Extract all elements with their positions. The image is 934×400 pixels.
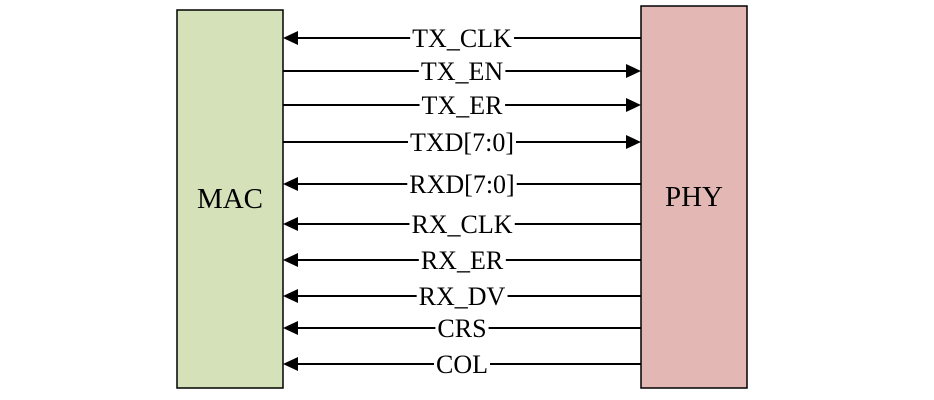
arrowhead-right-icon bbox=[626, 64, 641, 78]
arrowhead-left-icon bbox=[283, 217, 298, 231]
signal-label-background bbox=[409, 221, 515, 227]
signal-label: RX_CLK bbox=[411, 210, 512, 239]
signal-rx-er: RX_ER bbox=[283, 246, 641, 275]
arrowhead-right-icon bbox=[626, 135, 641, 149]
signal-label: RXD[7:0] bbox=[409, 170, 514, 199]
signal-label: COL bbox=[436, 350, 488, 379]
mac-block: MAC bbox=[176, 9, 284, 389]
signal-label: RX_ER bbox=[421, 246, 504, 275]
signal-rx-dv: RX_DV bbox=[283, 282, 641, 311]
signal-label: TX_CLK bbox=[412, 24, 512, 53]
signal-label-background bbox=[435, 325, 489, 331]
signal-txd-7-0: TXD[7:0] bbox=[283, 128, 641, 157]
signal-rxd-7-0: RXD[7:0] bbox=[283, 170, 641, 199]
signal-label-background bbox=[410, 35, 515, 41]
signal-col: COL bbox=[283, 350, 641, 379]
phy-block-label: PHY bbox=[665, 181, 723, 213]
signal-lines: TX_CLK TX_EN TX_ER TXD[7:0] RXD[7:0] RX_CLK RX… bbox=[283, 24, 641, 379]
arrowhead-left-icon bbox=[283, 253, 298, 267]
signal-label-background bbox=[418, 257, 506, 263]
signal-label: TX_ER bbox=[422, 91, 504, 120]
signal-label-background bbox=[407, 181, 517, 187]
signal-label-background bbox=[434, 361, 490, 367]
signal-label-background bbox=[408, 139, 516, 145]
signal-label: TXD[7:0] bbox=[410, 128, 514, 157]
arrowhead-right-icon bbox=[626, 98, 641, 112]
signal-label: RX_DV bbox=[419, 282, 506, 311]
signal-label: CRS bbox=[437, 314, 486, 343]
arrowhead-left-icon bbox=[283, 177, 298, 191]
signal-crs: CRS bbox=[283, 314, 641, 343]
arrowhead-left-icon bbox=[283, 357, 298, 371]
signal-tx-clk: TX_CLK bbox=[283, 24, 641, 53]
signal-label-background bbox=[419, 102, 506, 108]
signal-label-background bbox=[416, 293, 508, 299]
phy-block-box bbox=[640, 5, 748, 389]
signal-label-background bbox=[418, 68, 506, 74]
mac-block-label: MAC bbox=[197, 183, 263, 215]
mac-block-box bbox=[176, 9, 284, 389]
arrowhead-left-icon bbox=[283, 321, 298, 335]
signal-tx-en: TX_EN bbox=[283, 57, 641, 86]
phy-block: PHY bbox=[640, 5, 748, 389]
arrowhead-left-icon bbox=[283, 31, 298, 45]
signal-rx-clk: RX_CLK bbox=[283, 210, 641, 239]
signal-tx-er: TX_ER bbox=[283, 91, 641, 120]
signal-label: TX_EN bbox=[421, 57, 504, 86]
arrowhead-left-icon bbox=[283, 289, 298, 303]
